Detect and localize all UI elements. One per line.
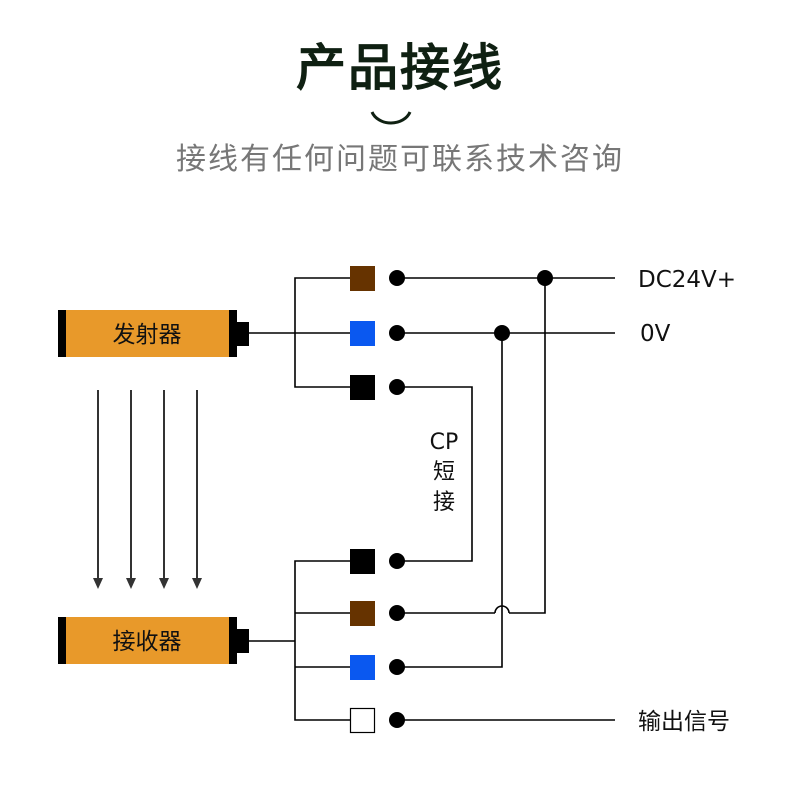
output-signal-label: 输出信号 — [638, 709, 730, 735]
connection-dots — [389, 270, 553, 728]
receiver-device: 接收器 — [58, 617, 249, 664]
terminal-dot — [389, 605, 405, 621]
receiver-label: 接收器 — [113, 629, 182, 655]
cp-label-line-3: 接 — [433, 490, 455, 515]
wire-crossover-hop — [494, 605, 510, 614]
emitter-label: 发射器 — [113, 322, 182, 348]
terminal-dot — [389, 379, 405, 395]
emitter-terminal-black — [350, 375, 375, 400]
page-subtitle: 接线有任何问题可联系技术咨询 — [176, 142, 624, 177]
emitter-bus — [294, 277, 350, 388]
receiver-bus — [294, 560, 350, 721]
beam-arrowhead-4 — [192, 578, 202, 589]
cp-label-line-1: CP — [430, 430, 459, 455]
terminal-dot — [389, 325, 405, 341]
terminal-dot — [389, 712, 405, 728]
receiver-endcap-left — [58, 617, 66, 664]
emitter-endcap-right — [229, 310, 237, 357]
cp-short-label: CP 短 接 — [430, 430, 459, 515]
junction-dot-dc24v — [537, 270, 553, 286]
receiver-terminal-blue — [350, 655, 375, 680]
junction-dot-0v — [494, 325, 510, 341]
emitter-device: 发射器 — [58, 310, 249, 357]
receiver-terminal-brown — [350, 601, 375, 626]
light-beam-arrows — [93, 390, 202, 589]
terminal-dot — [389, 659, 405, 675]
receiver-terminal-white — [349, 707, 376, 734]
receiver-terminals — [349, 549, 376, 734]
receiver-terminal-black — [350, 549, 375, 574]
receiver-body — [58, 617, 237, 664]
receiver-connector — [237, 629, 249, 653]
dc24v-label: DC24V+ — [638, 267, 736, 293]
emitter-terminal-blue — [350, 321, 375, 346]
0v-label: 0V — [640, 321, 671, 347]
emitter-connector — [237, 322, 249, 346]
wires — [249, 277, 615, 721]
beam-arrowhead-1 — [93, 578, 103, 589]
cp-label-line-2: 短 — [433, 460, 455, 485]
terminal-dot — [389, 553, 405, 569]
beam-arrowhead-2 — [126, 578, 136, 589]
emitter-terminals — [350, 266, 375, 400]
emitter-body — [58, 310, 237, 357]
cp-short-line — [397, 386, 473, 562]
dc24v-vertical-line — [509, 278, 546, 614]
beam-arrowhead-3 — [159, 578, 169, 589]
emitter-endcap-left — [58, 310, 66, 357]
page-title: 产品接线 — [296, 39, 504, 97]
title-decoration-arc — [370, 111, 412, 125]
receiver-endcap-right — [229, 617, 237, 664]
emitter-terminal-brown — [350, 266, 375, 291]
0v-vertical-line — [397, 333, 503, 668]
terminal-dot — [389, 270, 405, 286]
